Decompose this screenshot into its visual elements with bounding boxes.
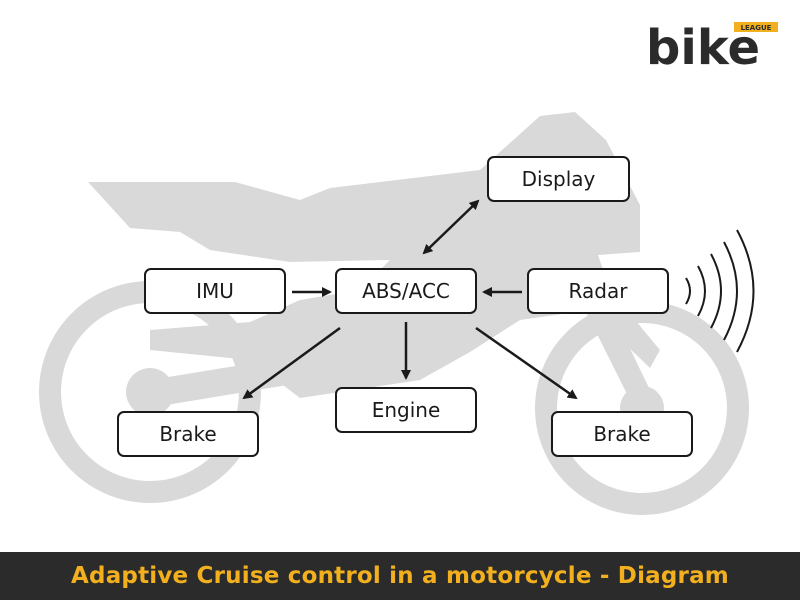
node-radar-label: Radar bbox=[569, 279, 629, 303]
node-imu-label: IMU bbox=[196, 279, 234, 303]
caption-text: Adaptive Cruise control in a motorcycle … bbox=[71, 563, 729, 589]
diagram-edges bbox=[242, 199, 578, 400]
node-brake-rear-label: Brake bbox=[593, 422, 650, 446]
logo-subtext: LEAGUE bbox=[741, 24, 772, 32]
radar-waves-icon bbox=[685, 229, 755, 353]
edge-abs-to-brake-front bbox=[242, 326, 341, 400]
node-abs-acc-label: ABS/ACC bbox=[362, 279, 450, 303]
node-abs-acc: ABS/ACC bbox=[335, 268, 477, 314]
node-brake-front-label: Brake bbox=[159, 422, 216, 446]
bike-league-logo: bike LEAGUE bbox=[646, 20, 778, 76]
node-display: Display bbox=[487, 156, 630, 202]
node-brake-rear: Brake bbox=[551, 411, 693, 457]
edge-abs-display bbox=[422, 199, 480, 255]
node-engine: Engine bbox=[335, 387, 477, 433]
node-display-label: Display bbox=[522, 167, 596, 191]
node-brake-front: Brake bbox=[117, 411, 259, 457]
node-engine-label: Engine bbox=[372, 398, 441, 422]
node-imu: IMU bbox=[144, 268, 286, 314]
caption-bar: Adaptive Cruise control in a motorcycle … bbox=[0, 552, 800, 600]
edge-abs-to-brake-rear bbox=[475, 326, 578, 400]
node-radar: Radar bbox=[527, 268, 669, 314]
